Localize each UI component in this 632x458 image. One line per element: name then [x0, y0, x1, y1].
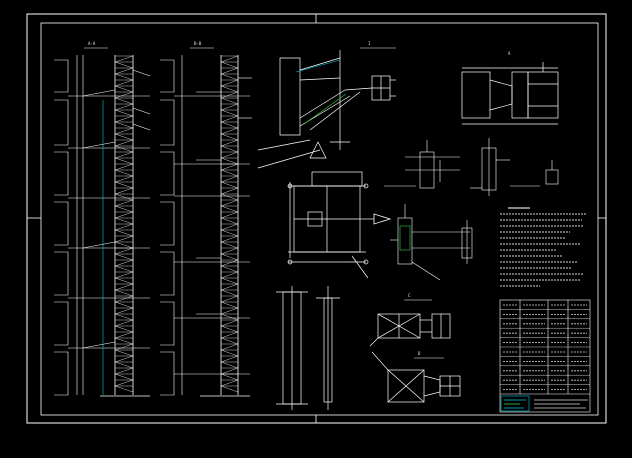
view-title-underlines [84, 47, 444, 359]
sheet-border [26, 13, 607, 424]
mast-lattice-left [114, 55, 134, 393]
label-tower-right: B-B [194, 41, 202, 46]
section-detail-2 [470, 138, 540, 196]
tower-elevation-left [54, 55, 151, 397]
side-elevation [276, 286, 340, 410]
title-block-rows [500, 309, 590, 385]
title-block [499, 299, 591, 413]
section-detail-3 [545, 160, 559, 185]
title-block-stamp [500, 395, 588, 412]
technical-notes [500, 207, 586, 287]
clamp-detail [390, 204, 473, 281]
label-tower-left: A-A [88, 41, 96, 46]
truss-detail-upper [369, 313, 451, 347]
tie-in-bracket-accents [295, 59, 347, 125]
anchor-detail-plan [461, 62, 559, 125]
label-detail-mid: C [408, 293, 411, 298]
clamp-detail-accent [399, 225, 411, 251]
mast-lattice-right [220, 55, 239, 393]
label-detail-top: I [368, 41, 371, 46]
section-detail-1 [384, 140, 460, 189]
platform-plan [287, 171, 392, 279]
tower-elevation-right [160, 55, 252, 397]
tie-in-bracket-plan [257, 50, 396, 169]
label-detail-top-right: A [508, 51, 511, 56]
truss-detail-lower [371, 351, 461, 403]
label-detail-lower: D [418, 351, 421, 356]
title-block-text [503, 304, 587, 391]
